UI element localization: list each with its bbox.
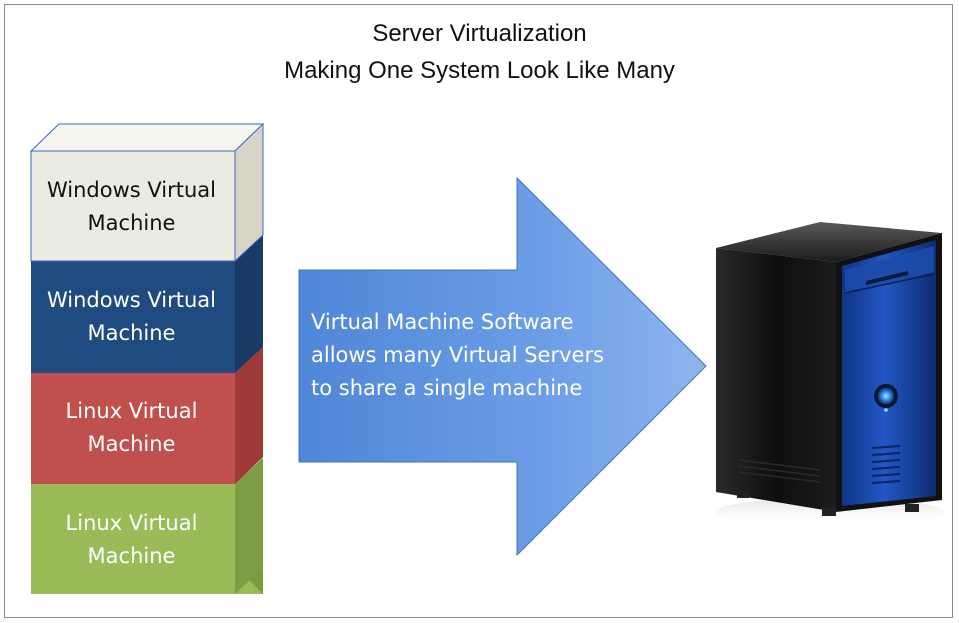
virtualization-arrow xyxy=(298,176,707,557)
vm-label-3: Linux Virtual Machine xyxy=(65,399,198,456)
vm-label-2: Windows Virtual Machine xyxy=(46,288,217,345)
vm-box-1 xyxy=(29,122,265,263)
vm-label-4: Linux Virtual Machine xyxy=(65,511,198,568)
diagram-subtitle: Making One System Look Like Many xyxy=(284,57,675,84)
diagram-title: Server Virtualization xyxy=(372,20,587,47)
arrow-caption: Virtual Machine Software allows many Vir… xyxy=(311,310,605,400)
server-tower-icon xyxy=(715,222,945,526)
vm-label-1: Windows Virtual Machine xyxy=(46,178,217,235)
